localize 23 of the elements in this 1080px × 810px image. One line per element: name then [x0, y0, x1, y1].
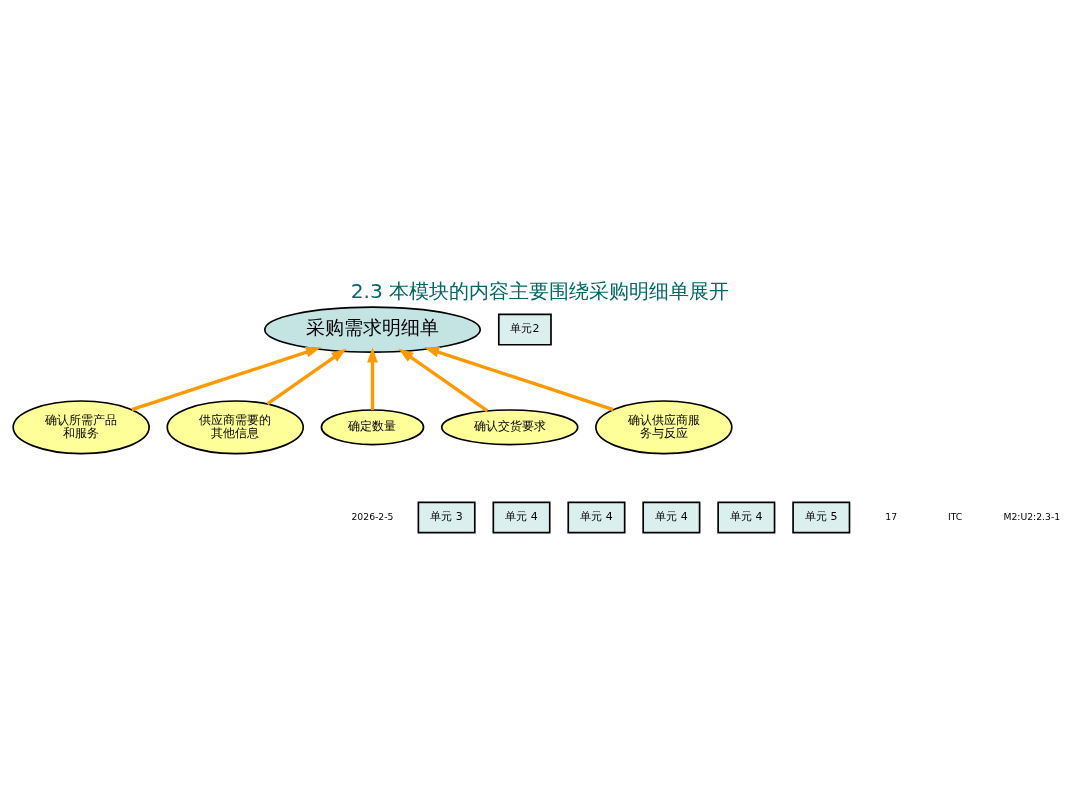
node-ellipse: 确认供应商服务与反应: [595, 399, 733, 454]
node-ellipse: 采购需求明细单: [263, 305, 482, 353]
node-ellipse: 确认所需产品和服务: [12, 399, 150, 454]
label: 17: [885, 510, 898, 522]
arrow: [266, 348, 347, 405]
label: M2:U2:2.3-1: [1003, 510, 1061, 522]
node-box: 单元 4: [642, 501, 701, 533]
node-ellipse: 确认交货要求: [440, 408, 579, 445]
node-box: 单元 4: [492, 501, 551, 533]
node-ellipse: 供应商需要的其他信息: [166, 399, 305, 454]
diagram-title: 2.3 本模块的内容主要围绕采购明细单展开: [350, 278, 730, 303]
node-ellipse: 确定数量: [320, 408, 425, 445]
arrow: [131, 346, 322, 411]
arrow: [398, 348, 489, 412]
node-box: 单元2: [497, 313, 552, 346]
label: ITC: [948, 510, 963, 522]
node-box: 单元 4: [717, 501, 776, 533]
node-box: 单元 5: [792, 501, 851, 533]
node-box: 单元 4: [567, 501, 626, 533]
node-box: 单元 3: [417, 501, 476, 533]
arrow: [423, 346, 614, 411]
arrow: [367, 346, 378, 410]
label: 2026-2-5: [351, 510, 394, 522]
